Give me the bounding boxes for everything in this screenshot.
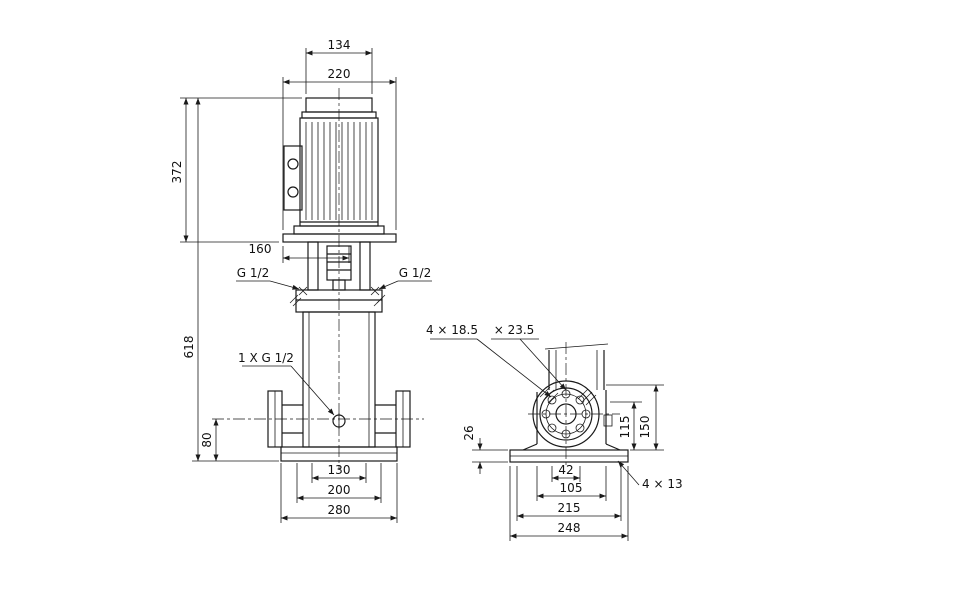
- side-view: [509, 342, 629, 468]
- label-base-holes: 4 × 13: [642, 477, 683, 491]
- side-cylinder: [544, 343, 609, 390]
- dim-base-width: 280: [328, 503, 351, 517]
- side-dimensions: [430, 338, 664, 541]
- dim-port-pitch: 42: [558, 463, 573, 477]
- port-bolts: [298, 286, 380, 296]
- label-drain-port: 1 X G 1/2: [238, 351, 294, 365]
- side-bracket: [522, 386, 621, 451]
- front-dimensions: [180, 48, 432, 523]
- dim-port-centerline-height: 80: [200, 432, 214, 447]
- dim-motor-width: 220: [328, 67, 351, 81]
- motor: [283, 97, 379, 227]
- dim-hole-pitch-a: 105: [560, 481, 583, 495]
- flange-lug: [603, 414, 613, 427]
- front-view: [212, 88, 424, 470]
- dimension-texts: 134 220 372 618 80 160 G 1/2 G 1/2 1 X G…: [170, 38, 683, 535]
- dim-base-inner-width: 130: [328, 463, 351, 477]
- dim-hole-pitch-width: 215: [558, 501, 581, 515]
- dim-base-total-width: 248: [558, 521, 581, 535]
- dim-base-thickness: 26: [462, 425, 476, 440]
- side-base: [509, 449, 629, 463]
- dim-coupling-width: 160: [249, 242, 272, 256]
- terminal-box: [283, 145, 303, 211]
- dim-hole-pitch-depth: 115: [618, 416, 632, 439]
- dim-fan-cover-width: 134: [328, 38, 351, 52]
- motor-stool: [282, 225, 397, 307]
- motor-fins: [305, 122, 373, 220]
- dim-base-mid-width: 200: [328, 483, 351, 497]
- dim-motor-height: 372: [170, 161, 184, 184]
- label-port-right: G 1/2: [399, 266, 431, 280]
- dim-total-height: 618: [182, 336, 196, 359]
- label-port-left: G 1/2: [237, 266, 269, 280]
- port-hatching: [289, 294, 386, 307]
- dim-flange-holes: 4 × 18.5: [426, 323, 478, 337]
- dim-base-depth: 150: [638, 416, 652, 439]
- dim-counterbore: × 23.5: [494, 323, 535, 337]
